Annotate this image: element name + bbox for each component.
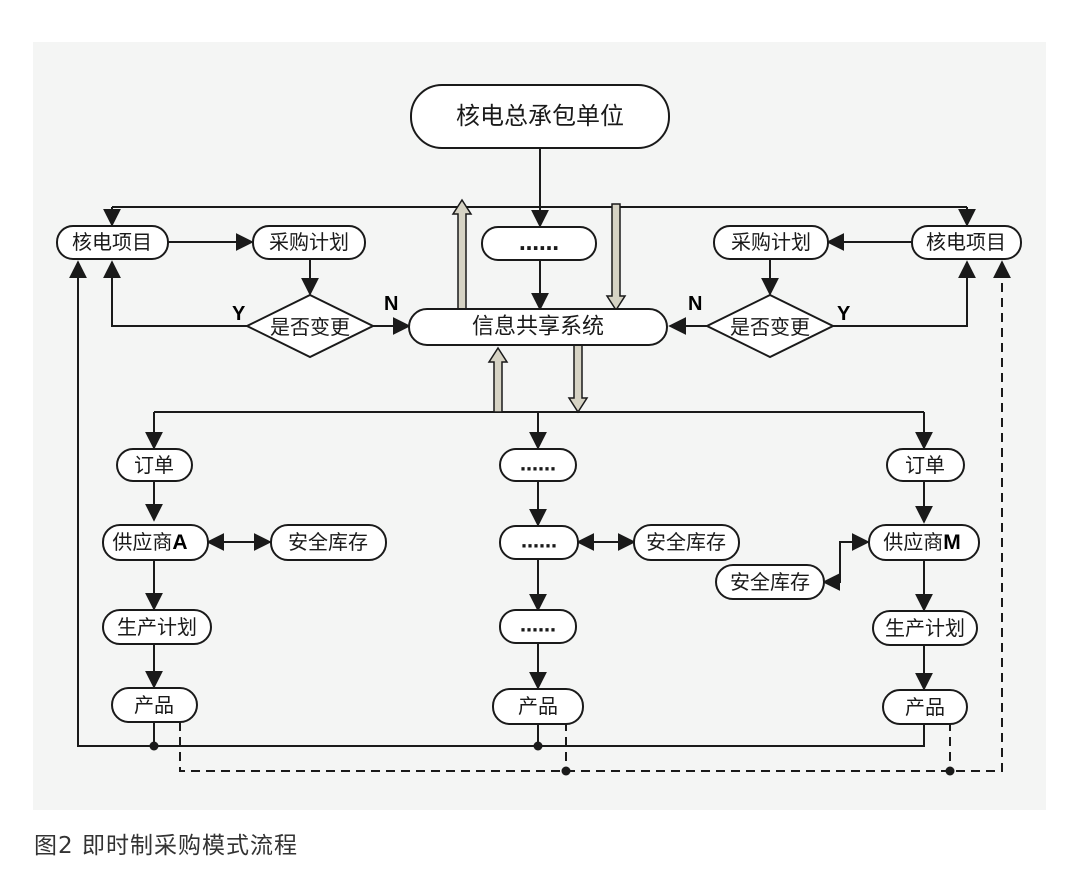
edge-right-decision-yes [833,260,976,327]
mid-stock-label: 安全库存 [646,530,726,554]
junction-dot [149,741,159,751]
node-ellipsis-top [481,226,597,261]
junction-dot [533,741,543,751]
node-left-plan [252,225,366,260]
left-product-label: 产品 [134,693,174,717]
right-supplier-label: 供应商M [883,530,961,554]
node-right-decision [704,293,836,359]
node-right-supplier [868,524,980,561]
hollow-arrow-up-bottom [487,346,509,413]
edge-left-decision-yes [103,260,247,327]
node-right-order [886,448,965,482]
node-left-stock [270,524,387,561]
edge-feedback-dashed [179,260,1011,772]
node-right-stock [715,564,825,600]
left-no-label: N [384,293,398,315]
left-supplier-label: 供应商A [112,530,187,554]
node-right-project [911,225,1022,260]
ellipsis-top-label: …… [519,231,559,255]
hollow-arrow-up-top [451,198,473,310]
node-left-product [111,687,198,723]
top-node-label: 核电总承包单位 [456,102,624,130]
node-left-decision [244,293,376,359]
node-mid-ellipsis-3 [499,609,577,644]
right-plan-label: 采购计划 [731,230,811,254]
left-plan-label: 采购计划 [269,230,349,254]
node-mid-ellipsis-2 [499,525,579,560]
mid-ellipsis-1-label: …… [520,455,556,476]
mid-product-label: 产品 [518,694,558,718]
junction-dot [945,766,955,776]
right-stock-label: 安全库存 [730,570,810,594]
left-project-label: 核电项目 [72,230,152,254]
left-stock-label: 安全库存 [288,530,368,554]
figure-caption: 图2 即时制采购模式流程 [34,833,298,859]
node-right-plan [713,225,829,260]
hollow-arrow-down-top [605,203,627,312]
left-order-label: 订单 [134,453,174,477]
right-no-label: N [688,293,702,315]
node-left-order [116,448,193,482]
node-right-product [882,689,968,725]
hollow-arrow-down-bottom [567,344,589,414]
node-left-project [56,225,169,260]
node-mid-ellipsis-1 [499,448,577,482]
left-decision-label: 是否变更 [270,315,350,339]
node-info-system [408,308,668,346]
right-production-label: 生产计划 [885,616,965,640]
node-top [410,84,670,149]
node-mid-stock [633,524,740,561]
edge-feedback-solid [69,260,925,747]
right-project-label: 核电项目 [926,230,1006,254]
info-system-label: 信息共享系统 [472,315,604,340]
node-left-production [102,609,212,645]
right-order-label: 订单 [905,453,945,477]
node-mid-product [492,688,584,725]
right-product-label: 产品 [905,695,945,719]
right-decision-label: 是否变更 [730,315,810,339]
mid-ellipsis-3-label: …… [520,616,556,637]
junction-dot [561,766,571,776]
mid-ellipsis-2-label: …… [521,532,557,553]
right-yes-label: Y [837,303,851,325]
edge-right-supplier-stock [822,533,870,591]
left-production-label: 生产计划 [117,615,197,639]
node-left-supplier [102,524,209,561]
left-yes-label: Y [232,303,246,325]
node-right-production [872,610,978,646]
